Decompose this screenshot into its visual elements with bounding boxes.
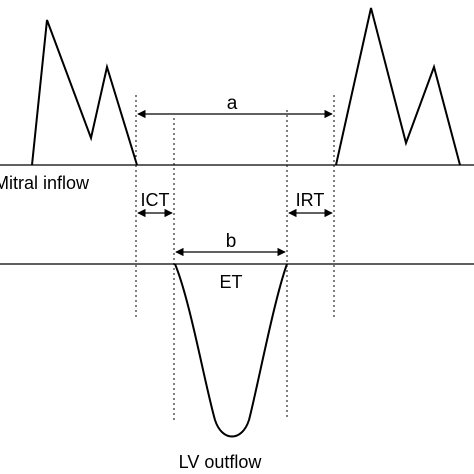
mitral-inflow-wave-right xyxy=(335,7,461,166)
label-ict: ICT xyxy=(141,190,170,210)
label-irt: IRT xyxy=(296,190,325,210)
label-et: ET xyxy=(219,272,242,292)
lv-outflow-wave xyxy=(174,263,288,438)
label-a: a xyxy=(227,93,238,114)
label-b: b xyxy=(226,231,237,252)
label-mitral-inflow: Mitral inflow xyxy=(0,173,90,193)
mitral-inflow-wave-left xyxy=(31,19,138,166)
label-lv-outflow: LV outflow xyxy=(179,452,263,472)
